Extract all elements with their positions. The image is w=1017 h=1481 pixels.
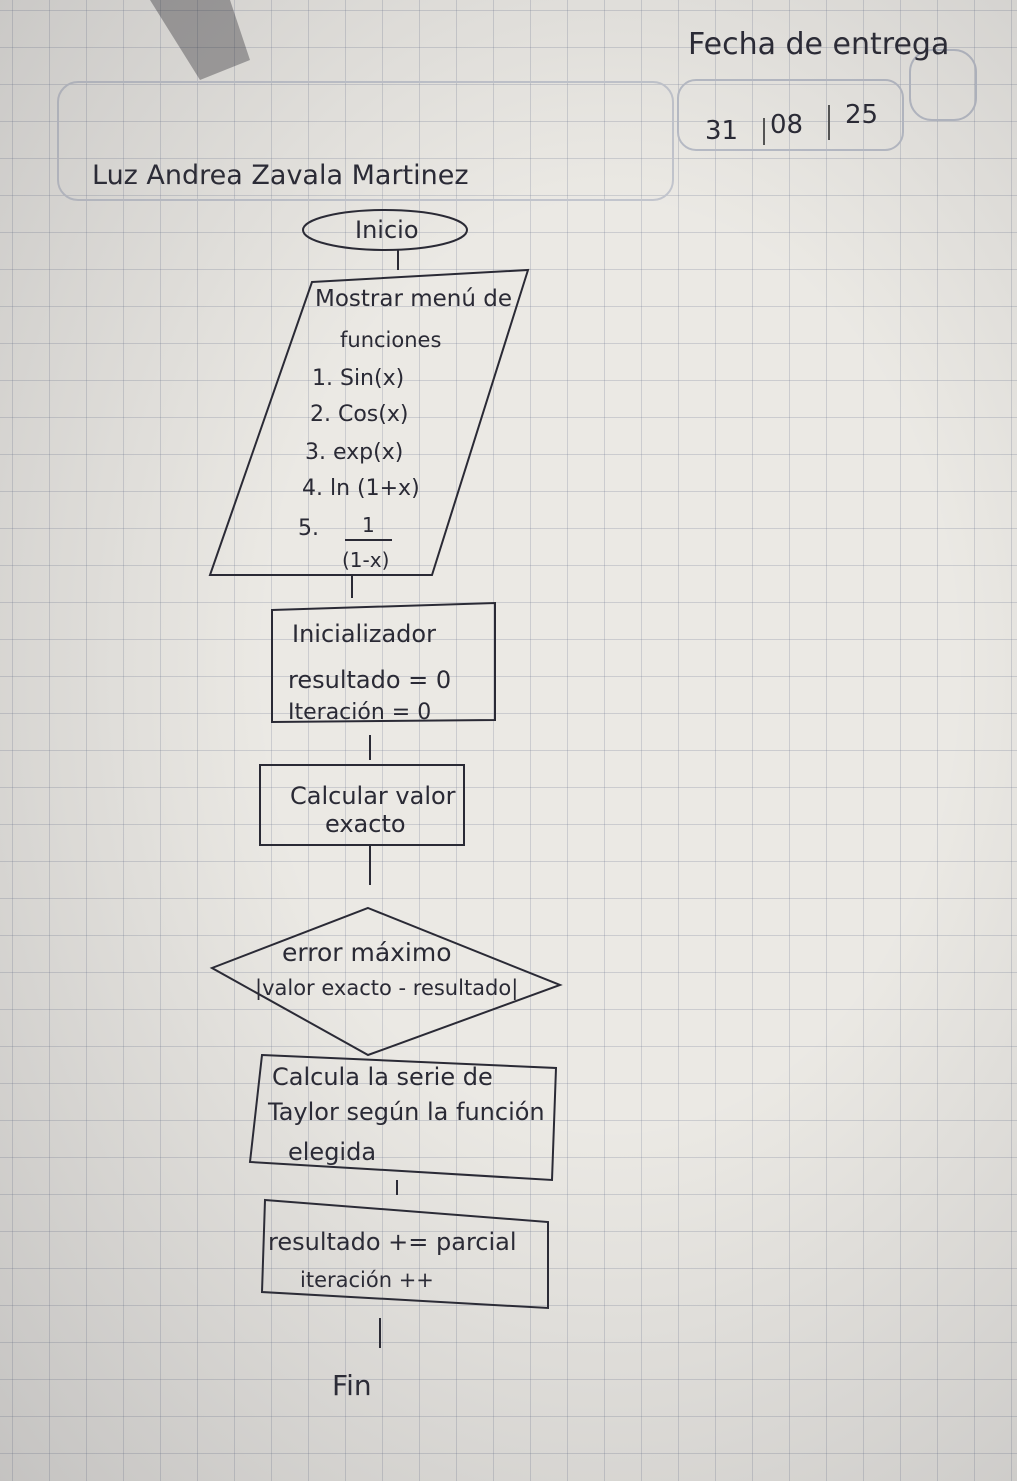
- accumulate-line-1: resultado += parcial: [268, 1228, 517, 1256]
- decision-line-2: |valor exacto - resultado|: [255, 976, 519, 1000]
- init-process-box: [271, 601, 496, 724]
- menu-parallelogram: [208, 268, 530, 576]
- menu-option-1: 1. Sin(x): [312, 366, 405, 391]
- init-line-2: resultado = 0: [288, 666, 452, 694]
- menu-option-4: 4. ln (1+x): [302, 476, 420, 501]
- due-date-label: Fecha de entrega: [688, 27, 950, 62]
- menu-option-5-prefix: 5.: [298, 516, 319, 541]
- decision-diamond: [209, 906, 563, 1057]
- menu-option-5-numerator: 1: [362, 513, 375, 537]
- decision-line-1: error máximo: [282, 938, 452, 967]
- exact-process-box: [259, 764, 465, 846]
- menu-title-2: funciones: [340, 328, 442, 352]
- student-name: Luz Andrea Zavala Martinez: [92, 160, 469, 191]
- menu-option-2: 2. Cos(x): [310, 402, 409, 427]
- accumulate-line-2: iteración ++: [300, 1268, 434, 1292]
- exact-line-2: exacto: [325, 810, 406, 838]
- taylor-line-3: elegida: [288, 1138, 377, 1166]
- date-year: 25: [845, 100, 879, 130]
- menu-option-3: 3. exp(x): [305, 440, 404, 465]
- exact-line-1: Calcular valor: [290, 782, 456, 810]
- taylor-line-2: Taylor según la función: [268, 1098, 545, 1126]
- end-label: Fin: [332, 1369, 372, 1402]
- init-line-1: Inicializador: [292, 620, 436, 648]
- date-day: 31: [705, 116, 739, 146]
- date-month: 08: [770, 110, 804, 140]
- header-name-box: [57, 81, 674, 201]
- taylor-process-box: [248, 1053, 558, 1182]
- start-terminator: [302, 209, 468, 251]
- pen-shadow: [150, 0, 250, 80]
- header-round-box: [909, 49, 977, 121]
- init-line-3: Iteración = 0: [288, 700, 432, 725]
- menu-option-5-denominator: (1-x): [342, 548, 390, 572]
- header-date-box: [677, 79, 904, 151]
- menu-title-1: Mostrar menú de: [315, 286, 513, 312]
- taylor-line-1: Calcula la serie de: [272, 1063, 493, 1091]
- accumulate-process-box: [260, 1198, 549, 1310]
- start-label: Inicio: [355, 216, 419, 244]
